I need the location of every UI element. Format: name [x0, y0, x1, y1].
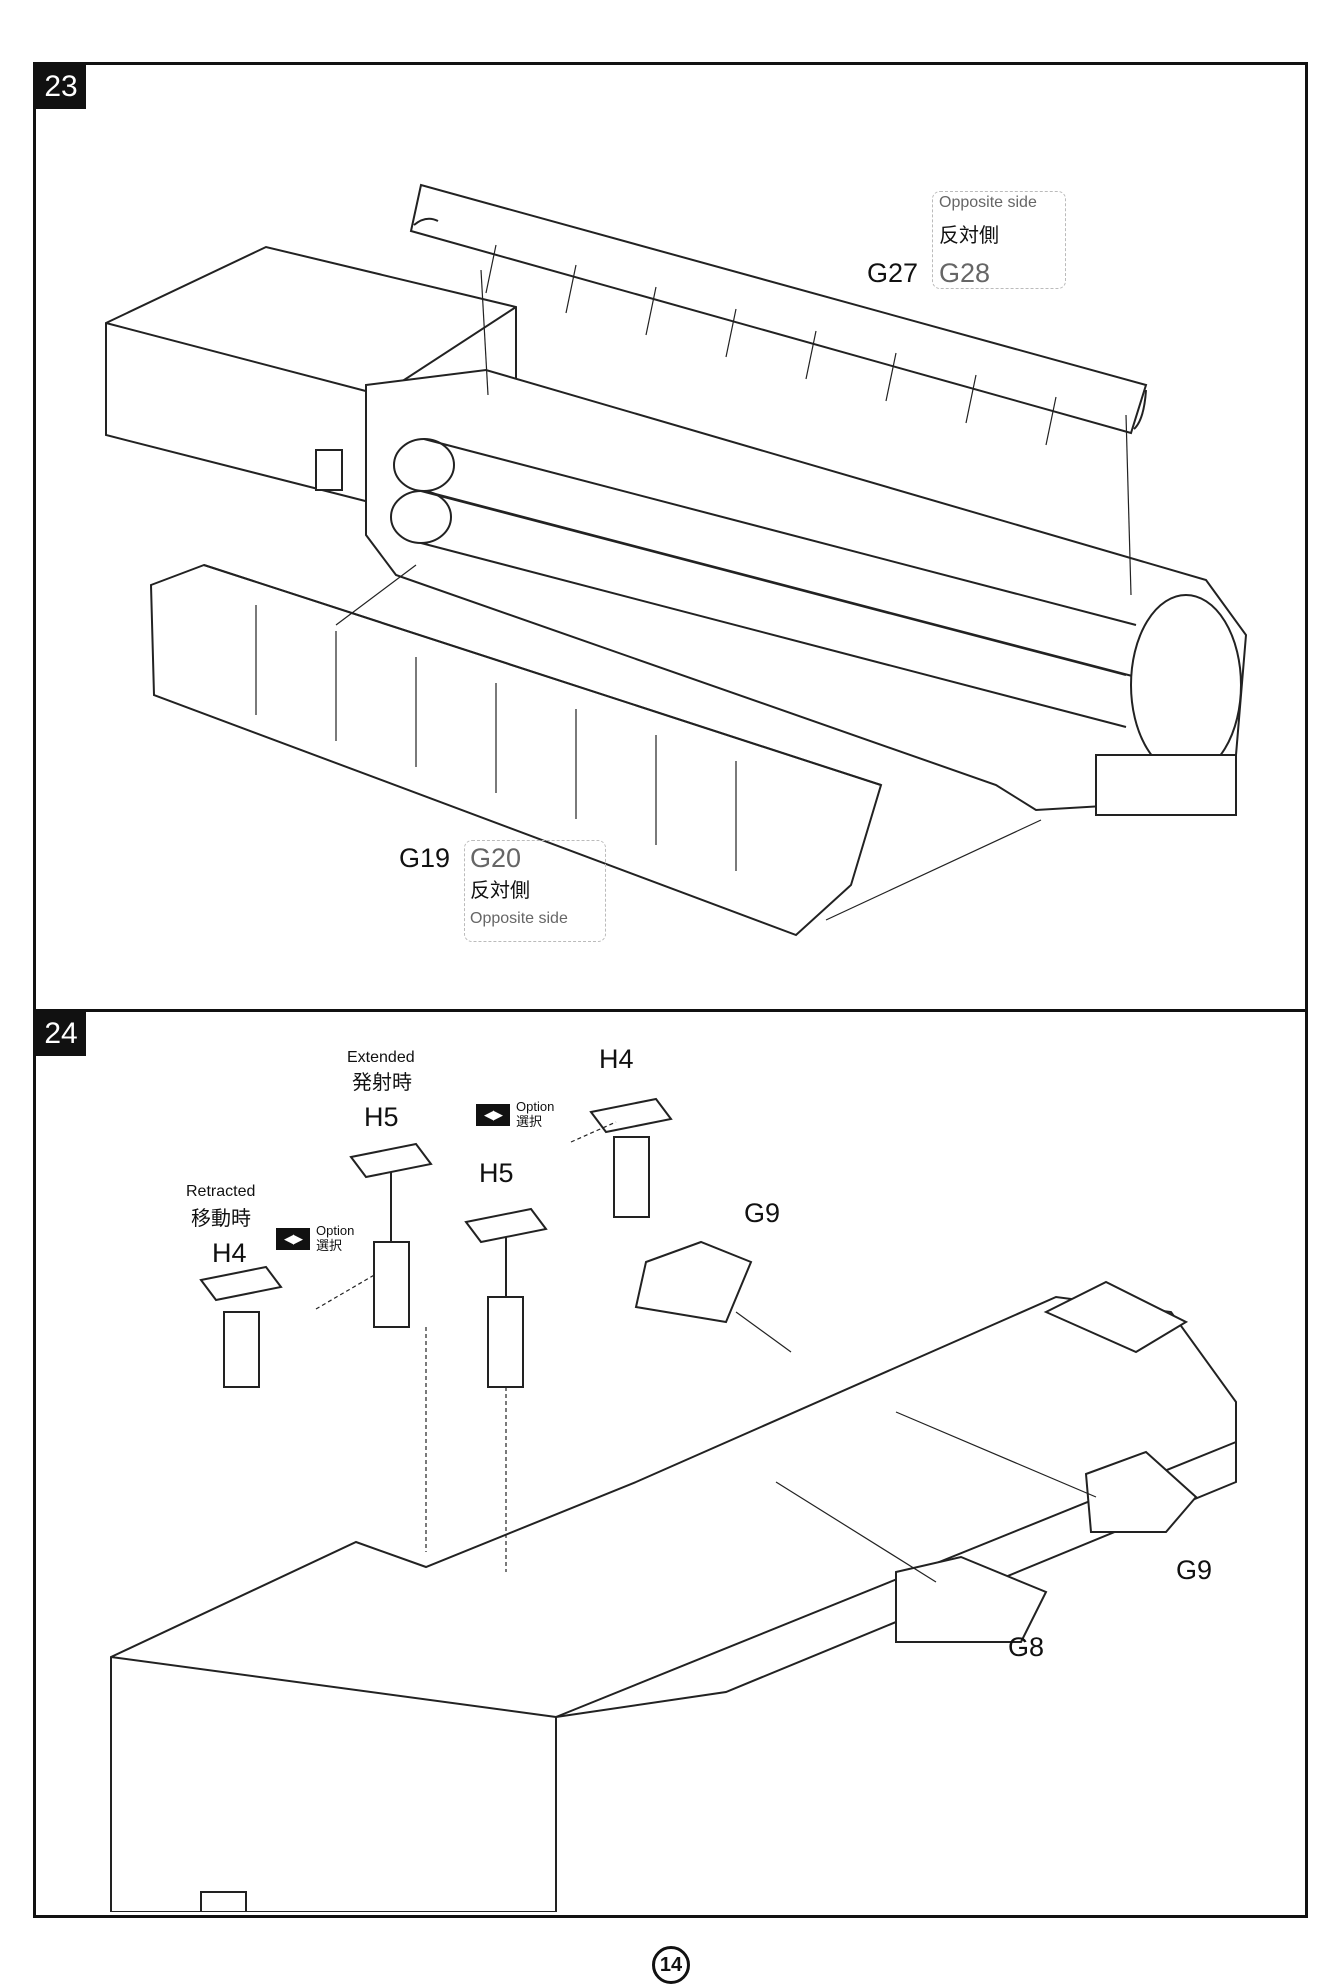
cover-g9-right — [1084, 1450, 1198, 1533]
jack-h4 — [589, 1097, 673, 1218]
part-label-g20: G20 — [470, 843, 522, 873]
part-label-g9: G9 — [744, 1198, 781, 1228]
extended-label-jp: 発射時 — [352, 1070, 412, 1094]
option-swap-icon: ◀▶ — [476, 1103, 510, 1126]
option-label-jp: 選択 — [516, 1113, 543, 1129]
opposite-side-jp: 反対側 — [939, 223, 999, 247]
step-number: 23 — [36, 65, 86, 109]
step-number: 24 — [36, 1012, 86, 1056]
top-cover-g27 — [409, 183, 1148, 435]
chassis-assembly-drawing — [110, 1097, 1237, 1912]
launcher-assembly-drawing — [105, 183, 1248, 937]
part-label-h4: H4 — [212, 1238, 247, 1268]
opposite-side-en: Opposite side — [470, 910, 568, 927]
jack-h5 — [464, 1207, 548, 1388]
page-number: 14 — [652, 1946, 690, 1984]
retracted-label-en: Retracted — [186, 1183, 256, 1200]
cover-g8 — [895, 1555, 1048, 1643]
part-label-h5: H5 — [479, 1158, 514, 1188]
opposite-side-box — [932, 191, 1066, 289]
extended-label-en: Extended — [347, 1049, 415, 1066]
opposite-side-jp: 反対側 — [470, 878, 530, 902]
part-label-g8: G8 — [1008, 1632, 1045, 1662]
opposite-side-en: Opposite side — [939, 194, 1037, 211]
step-24-panel: 24 — [33, 1012, 1308, 1918]
part-label-g9: G9 — [1176, 1555, 1213, 1585]
step-23-panel: 23 — [33, 62, 1308, 1012]
jack-h4-retracted — [199, 1265, 283, 1388]
cover-g9-top — [634, 1240, 753, 1324]
retracted-label-jp: 移動時 — [191, 1206, 251, 1230]
opposite-side-box — [464, 840, 606, 942]
part-label-g28: G28 — [939, 258, 991, 288]
chassis-frame — [110, 1295, 1237, 1912]
option-label-jp: 選択 — [316, 1237, 343, 1253]
option-label-en: Option — [516, 1099, 555, 1114]
part-label-g27: G27 — [867, 258, 919, 288]
part-label-h5: H5 — [364, 1102, 399, 1132]
option-label-en: Option — [316, 1223, 355, 1238]
jack-h5-extended — [349, 1142, 433, 1328]
option-swap-icon: ◀▶ — [276, 1227, 310, 1250]
part-label-h4: H4 — [599, 1044, 634, 1074]
part-label-g19: G19 — [399, 843, 451, 873]
